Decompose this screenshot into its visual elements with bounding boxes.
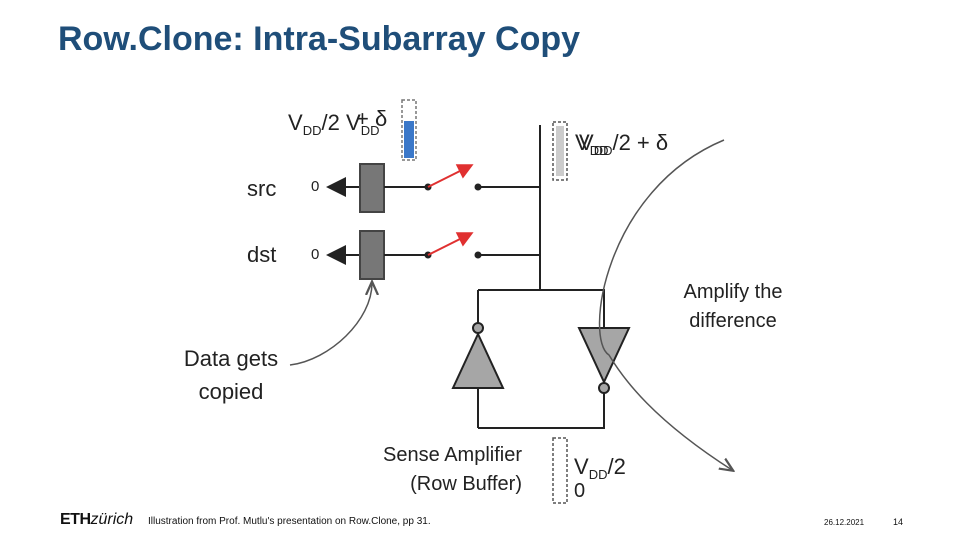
src-row [326,163,540,213]
dst-wordline-value: 0 [311,246,320,263]
sense-amplifier [451,289,631,429]
eth-zurich-logo: ETHzürich [60,511,134,528]
bitline-voltage-label-b: VDD/2 + δ [579,130,669,158]
copied-callout: Data gets copied [183,346,279,404]
src-row-label: src [247,176,277,201]
src-voltage-label-a: VDD/2 [288,110,340,138]
src-wordline-value: 0 [311,178,320,195]
dst-row [326,230,540,280]
bitline-charge-indicator [552,121,568,181]
src-voltage-label-b: VDD [346,110,380,138]
bottom-voltage-label: VDD/2 [574,454,626,482]
page-title: Row.Clone: Intra-Subarray Copy [58,20,581,58]
bitline-voltage-label-a: VDD [575,130,609,158]
page-number: 14 [893,517,904,527]
src-voltage-delta: + δ [356,106,388,131]
dst-row-label: dst [247,242,277,267]
amplify-callout: Amplify the difference [683,281,783,332]
amplify-arrow [598,139,732,470]
sense-amplifier-label: Sense Amplifier (Row Buffer) [383,444,522,495]
src-cell-charge-indicator [401,99,417,161]
bottom-zero-label: 0 [574,480,586,502]
slide-date: 26.12.2021 [824,518,865,527]
copied-arrow [289,283,372,366]
bottom-charge-indicator [552,437,568,504]
source-note: Illustration from Prof. Mutlu's presenta… [148,516,431,527]
